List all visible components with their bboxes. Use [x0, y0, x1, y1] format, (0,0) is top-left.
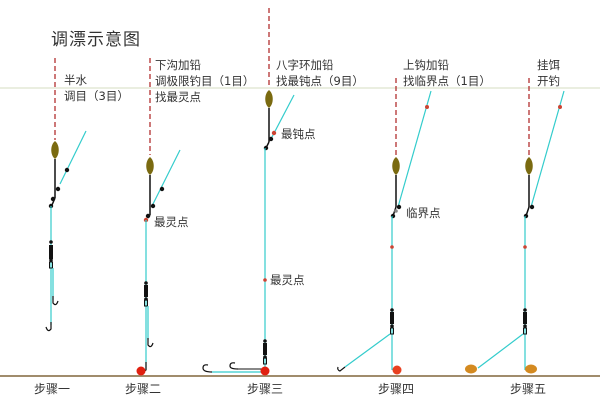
step4-label: 步骤四 — [377, 382, 414, 396]
step2-point-label-most-sensitive: 最灵点 — [154, 215, 189, 229]
hook-icon — [45, 322, 52, 332]
hook-icon — [52, 296, 59, 306]
step5-rig — [465, 78, 565, 374]
bottom-sinker-marker — [392, 365, 402, 375]
step5-annotation: 挂饵 开钓 — [537, 57, 560, 89]
step4-point-label-critical: 临界点 — [406, 206, 441, 220]
swivel-icon — [523, 327, 527, 335]
float-body-icon — [525, 157, 533, 175]
float-body-icon — [392, 157, 400, 175]
step2-annotation-line3: 找最灵点 — [155, 90, 201, 104]
step1-annotation-line1: 半水 — [64, 73, 87, 87]
bait-icon — [525, 364, 537, 374]
step2-annotation: 下沟加铅 调极限钓目（1目） 找最灵点 — [155, 57, 254, 105]
float-body-icon — [146, 157, 154, 175]
float-body-icon — [265, 90, 273, 108]
step2-label: 步骤二 — [124, 382, 161, 396]
step1-annotation-line2: 调目（3目） — [64, 89, 129, 103]
critical-point-marker — [394, 209, 398, 213]
most-sensitive-point-marker — [263, 278, 267, 282]
diagram-title: 调漂示意图 — [51, 30, 141, 50]
step4-annotation: 上钩加铅 找临界点（1目） — [403, 57, 491, 89]
hook-icon — [229, 362, 239, 370]
swivel-icon — [263, 357, 267, 365]
step3-annotation-line1: 八字环加铅 — [276, 58, 334, 72]
step1-rig — [45, 58, 87, 332]
hook-icon — [147, 338, 154, 348]
step3-annotation: 八字环加铅 找最钝点（9目） — [276, 57, 364, 89]
step3-annotation-line2: 找最钝点（9目） — [276, 74, 364, 88]
step5-annotation-line2: 开钓 — [537, 74, 560, 88]
swivel-icon — [49, 261, 53, 269]
hook-icon — [337, 366, 346, 372]
step2-annotation-line1: 下沟加铅 — [155, 58, 201, 72]
step2-rig — [136, 58, 181, 376]
step4-rig — [337, 78, 432, 375]
step3-point-label-most-dull: 最钝点 — [281, 127, 316, 141]
lead-sinker-icon — [49, 245, 53, 259]
step1-annotation: 半水 调目（3目） — [64, 72, 129, 104]
bait-icon — [465, 364, 477, 374]
most-dull-point-marker — [271, 130, 277, 136]
lead-sinker-icon — [144, 285, 148, 297]
step3-rig — [202, 8, 295, 376]
float-body-icon — [51, 141, 59, 159]
step5-label: 步骤五 — [509, 382, 546, 396]
step1-label: 步骤一 — [33, 382, 70, 396]
lead-sinker-icon — [263, 343, 267, 355]
swivel-icon — [390, 327, 394, 335]
hook-icon — [202, 364, 213, 373]
bottom-sinker-marker — [136, 366, 146, 376]
step4-annotation-line1: 上钩加铅 — [403, 58, 449, 72]
lead-sinker-icon — [523, 312, 527, 324]
step2-annotation-line2: 调极限钓目（1目） — [155, 74, 255, 88]
swivel-icon — [144, 299, 148, 307]
step3-label: 步骤三 — [246, 382, 283, 396]
step5-annotation-line1: 挂饵 — [537, 58, 560, 72]
step4-annotation-line2: 找临界点（1目） — [403, 74, 491, 88]
step3-point-label-most-sensitive: 最灵点 — [270, 273, 305, 287]
bottom-sinker-marker — [260, 366, 270, 376]
lead-sinker-icon — [390, 312, 394, 324]
